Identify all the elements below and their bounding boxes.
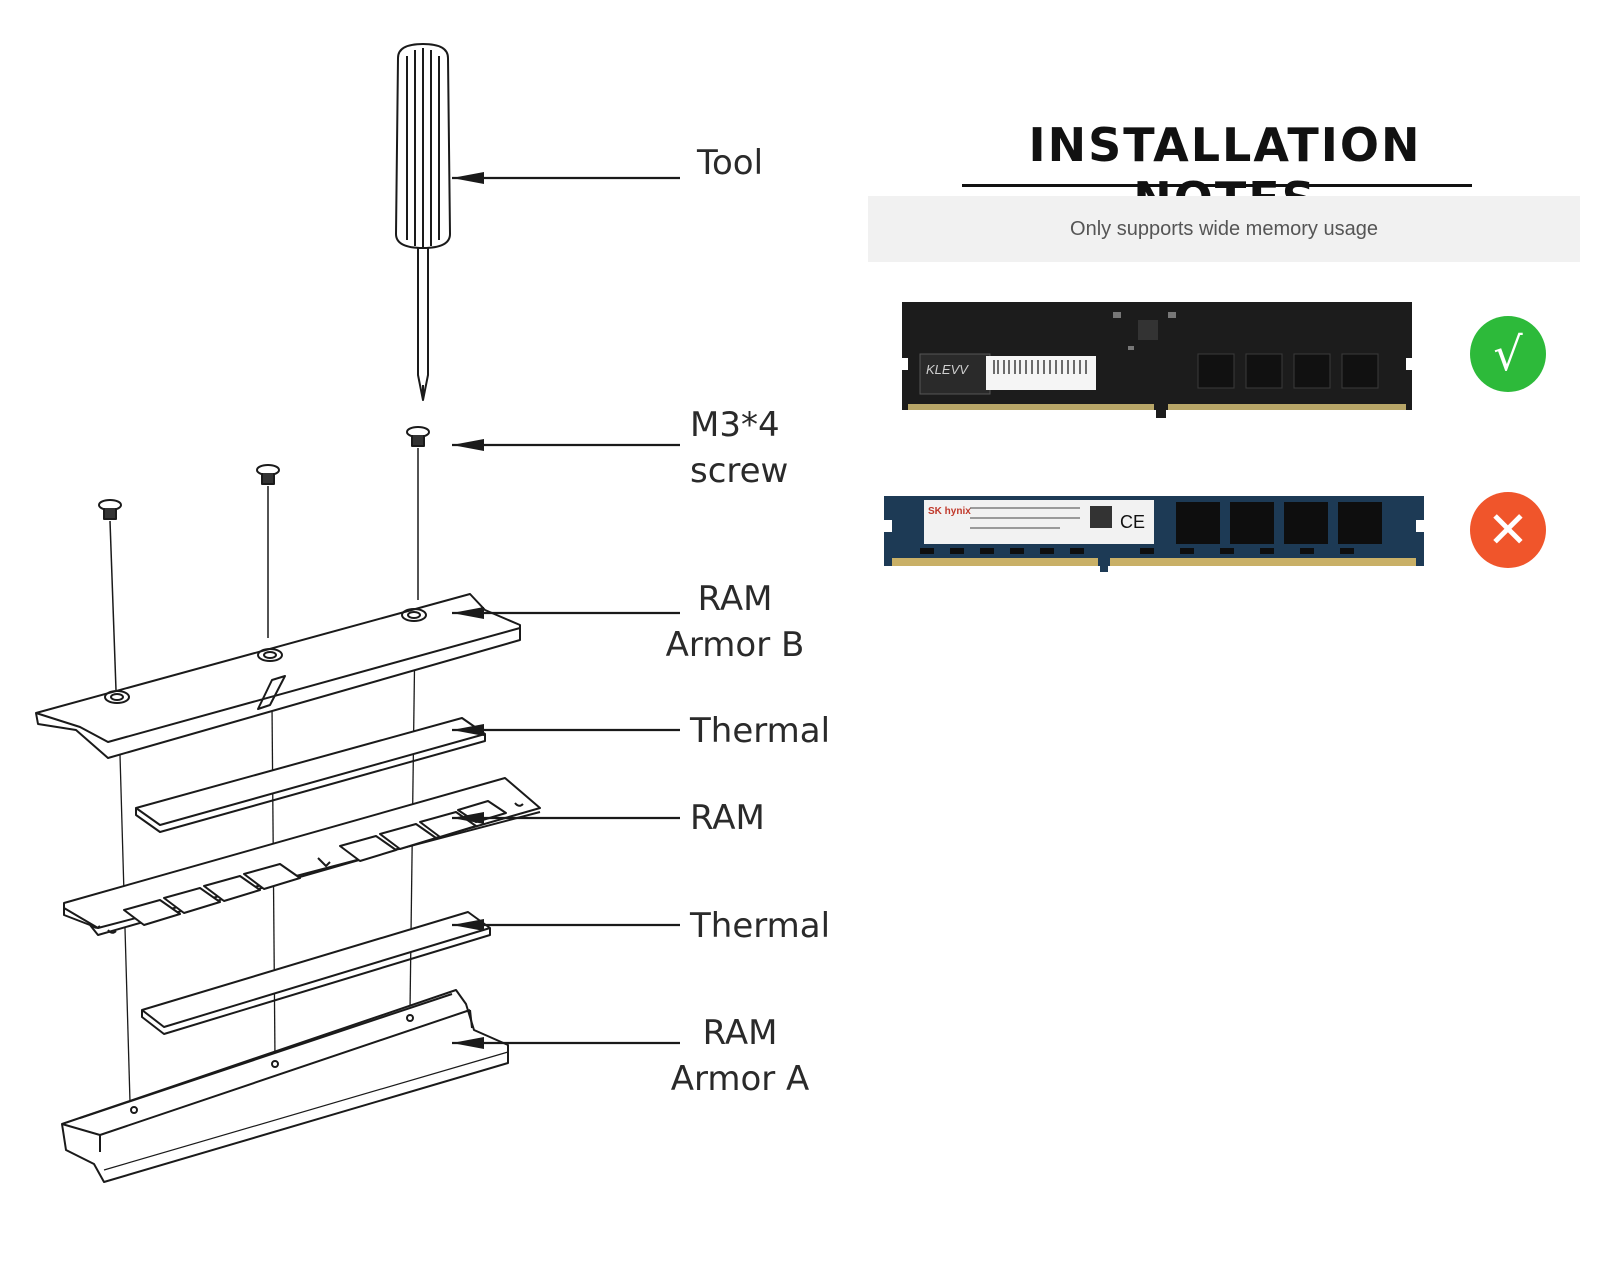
armor-b-label-line1: RAM (697, 579, 773, 619)
thermal-pad-top (135, 717, 486, 833)
unsupported-brand: SK hynix (928, 506, 971, 517)
supported-brand: KLEVV (926, 362, 969, 377)
ram-label: RAM (690, 798, 765, 838)
screw-icon (98, 499, 122, 691)
notes-subtitle: Only supports wide memory usage (1070, 217, 1378, 240)
tool-label: Tool (697, 143, 764, 183)
ram-module-part (63, 777, 541, 936)
thermal-pad-bottom (141, 911, 491, 1035)
title-underline (962, 184, 1472, 187)
supported-ram-image: KLEVV (902, 302, 1412, 418)
armor-a-label-line1: RAM (702, 1013, 778, 1053)
leader-lines (452, 176, 680, 1045)
screw-label-line1: M3*4 (690, 405, 780, 445)
unsupported-x-icon: ✕ (1470, 492, 1546, 568)
ram-armor-a-part (61, 989, 509, 1183)
armor-b-label-line2: Armor B (665, 625, 805, 665)
armor-a-label-line2: Armor A (670, 1059, 810, 1099)
unsupported-ram-image: SK hynix CE (884, 496, 1424, 572)
screw-label-line2: screw (690, 451, 789, 491)
screw-icon (256, 464, 280, 638)
thermal-bottom-label: Thermal (690, 906, 831, 946)
supported-check-icon: √ (1470, 316, 1546, 392)
ram-armor-b-part (35, 593, 521, 759)
thermal-top-label: Thermal (690, 711, 831, 751)
svg-text:CE: CE (1120, 512, 1145, 532)
screw-icon (406, 426, 430, 600)
screwdriver-icon (395, 43, 451, 401)
notes-subtitle-banner: Only supports wide memory usage (868, 196, 1580, 262)
arrowheads (452, 172, 484, 1049)
